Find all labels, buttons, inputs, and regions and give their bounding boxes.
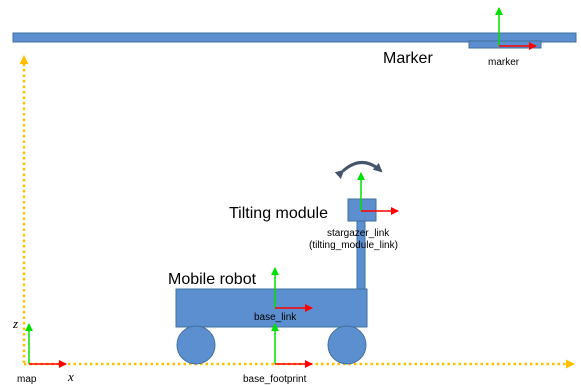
mobile-robot-body — [175, 288, 368, 328]
ceiling-bar — [12, 32, 577, 43]
map-frame-label: map — [17, 374, 37, 385]
marker-plate — [468, 40, 542, 49]
base-footprint-frame-label: base_footprint — [243, 374, 307, 385]
marker-title: Marker — [383, 50, 433, 67]
z-axis-letter: z — [12, 316, 18, 331]
stargazer-frame-label: stargazer_link — [327, 228, 390, 239]
right-wheel — [327, 325, 367, 365]
tilting-module-head — [347, 198, 377, 222]
marker-frame-label: marker — [488, 57, 520, 68]
rotation-arrow — [334, 161, 383, 180]
tilting-frame-label: (tilting_module_link) — [309, 240, 398, 251]
tilting-module-title: Tilting module — [229, 205, 328, 222]
left-wheel — [176, 325, 216, 365]
mobile-robot-title: Mobile robot — [168, 271, 257, 288]
base-link-frame-label: base_link — [254, 312, 297, 323]
x-axis-letter: x — [67, 369, 74, 384]
